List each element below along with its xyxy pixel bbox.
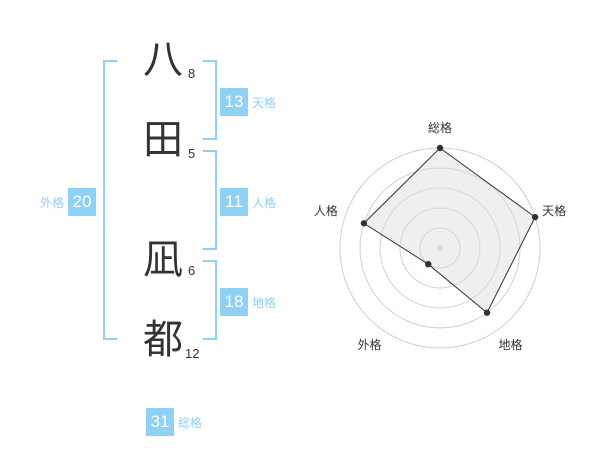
soukaku-badge: 31 総格 — [146, 408, 202, 436]
jinkaku-value: 11 — [220, 188, 248, 216]
jinkaku-label: 人格 — [252, 195, 277, 210]
chikaku-bracket — [203, 260, 217, 340]
chikaku-badge: 18 地格 — [220, 288, 276, 316]
radar-axis-label: 地格 — [498, 337, 522, 352]
stroke-count-4: 12 — [185, 346, 200, 361]
chikaku-label: 地格 — [252, 295, 277, 310]
jinkaku-badge: 11 人格 — [220, 188, 276, 216]
radar-axis-label: 総格 — [428, 120, 452, 135]
radar-ring — [379, 187, 501, 309]
name-char-4: 都 — [143, 317, 183, 363]
radar-data-area — [363, 147, 536, 314]
radar-axis-label: 天格 — [542, 203, 566, 218]
soukaku-value: 31 — [146, 408, 174, 436]
radar-ring — [399, 207, 481, 289]
gaikaku-badge: 20 外格 — [40, 188, 97, 216]
gaikaku-value: 20 — [68, 188, 97, 216]
stroke-count-3: 6 — [188, 263, 196, 278]
radar-point — [436, 144, 444, 152]
gaikaku-bracket — [103, 60, 117, 340]
tenkaku-bracket — [203, 60, 217, 140]
tenkaku-badge: 13 天格 — [220, 88, 276, 116]
tenkaku-label: 天格 — [252, 95, 277, 110]
radar-axis-label: 人格 — [314, 203, 338, 218]
radar-point — [425, 260, 432, 268]
jinkaku-bracket — [203, 150, 217, 250]
tenkaku-value: 13 — [220, 88, 248, 116]
name-char-2: 田 — [143, 117, 183, 163]
stroke-count-2: 5 — [188, 146, 196, 161]
radar-point — [360, 220, 368, 227]
soukaku-label: 総格 — [178, 415, 203, 430]
radar-center — [437, 245, 443, 251]
radar-axis-label: 外格 — [357, 337, 381, 352]
gaikaku-label: 外格 — [40, 195, 65, 210]
chikaku-value: 18 — [220, 288, 248, 316]
radar-point — [531, 213, 539, 221]
radar-point — [483, 309, 491, 316]
radar-ring — [419, 227, 461, 269]
name-char-1: 八 — [143, 37, 183, 83]
name-char-3: 凪 — [143, 237, 183, 283]
stroke-count-1: 8 — [188, 66, 196, 81]
